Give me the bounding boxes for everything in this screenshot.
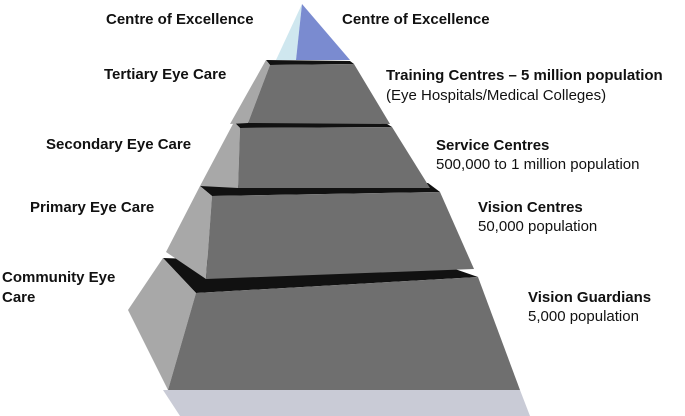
left-label-community-line1: Community Eye <box>2 269 116 286</box>
right-label-vision-guardians: Vision Guardians <box>528 289 652 306</box>
left-label-secondary: Secondary Eye Care <box>46 136 192 153</box>
left-label-apex: Centre of Excellence <box>106 11 254 28</box>
tier4-front-face <box>168 277 520 390</box>
tier1-top-face <box>266 60 354 65</box>
right-label-training-centres: Training Centres – 5 million population <box>386 67 663 84</box>
left-label-tertiary: Tertiary Eye Care <box>104 66 227 83</box>
tier2-front-face <box>238 127 430 188</box>
right-label-training-centres-sub: (Eye Hospitals/Medical Colleges) <box>386 87 607 104</box>
tier2-side-face <box>200 122 240 188</box>
apex-front-face <box>296 4 350 60</box>
left-label-primary: Primary Eye Care <box>30 199 155 216</box>
right-label-vision-guardians-sub: 5,000 population <box>528 308 639 325</box>
pyramid-base-bottom <box>163 390 530 416</box>
tier3-side-face <box>166 186 212 279</box>
tier1-side-face <box>230 60 270 124</box>
right-label-service-centres-sub: 500,000 to 1 million population <box>436 156 640 173</box>
right-label-vision-centres-sub: 50,000 population <box>478 218 598 235</box>
tier4-side-face <box>128 258 196 390</box>
right-label-service-centres: Service Centres <box>436 137 550 154</box>
tier3-front-face <box>206 192 474 279</box>
left-label-community-line2: Care <box>2 289 36 306</box>
right-label-vision-centres: Vision Centres <box>478 199 583 216</box>
apex-side-face <box>276 4 302 60</box>
right-label-apex: Centre of Excellence <box>342 11 490 28</box>
tier1-front-face <box>248 64 390 124</box>
